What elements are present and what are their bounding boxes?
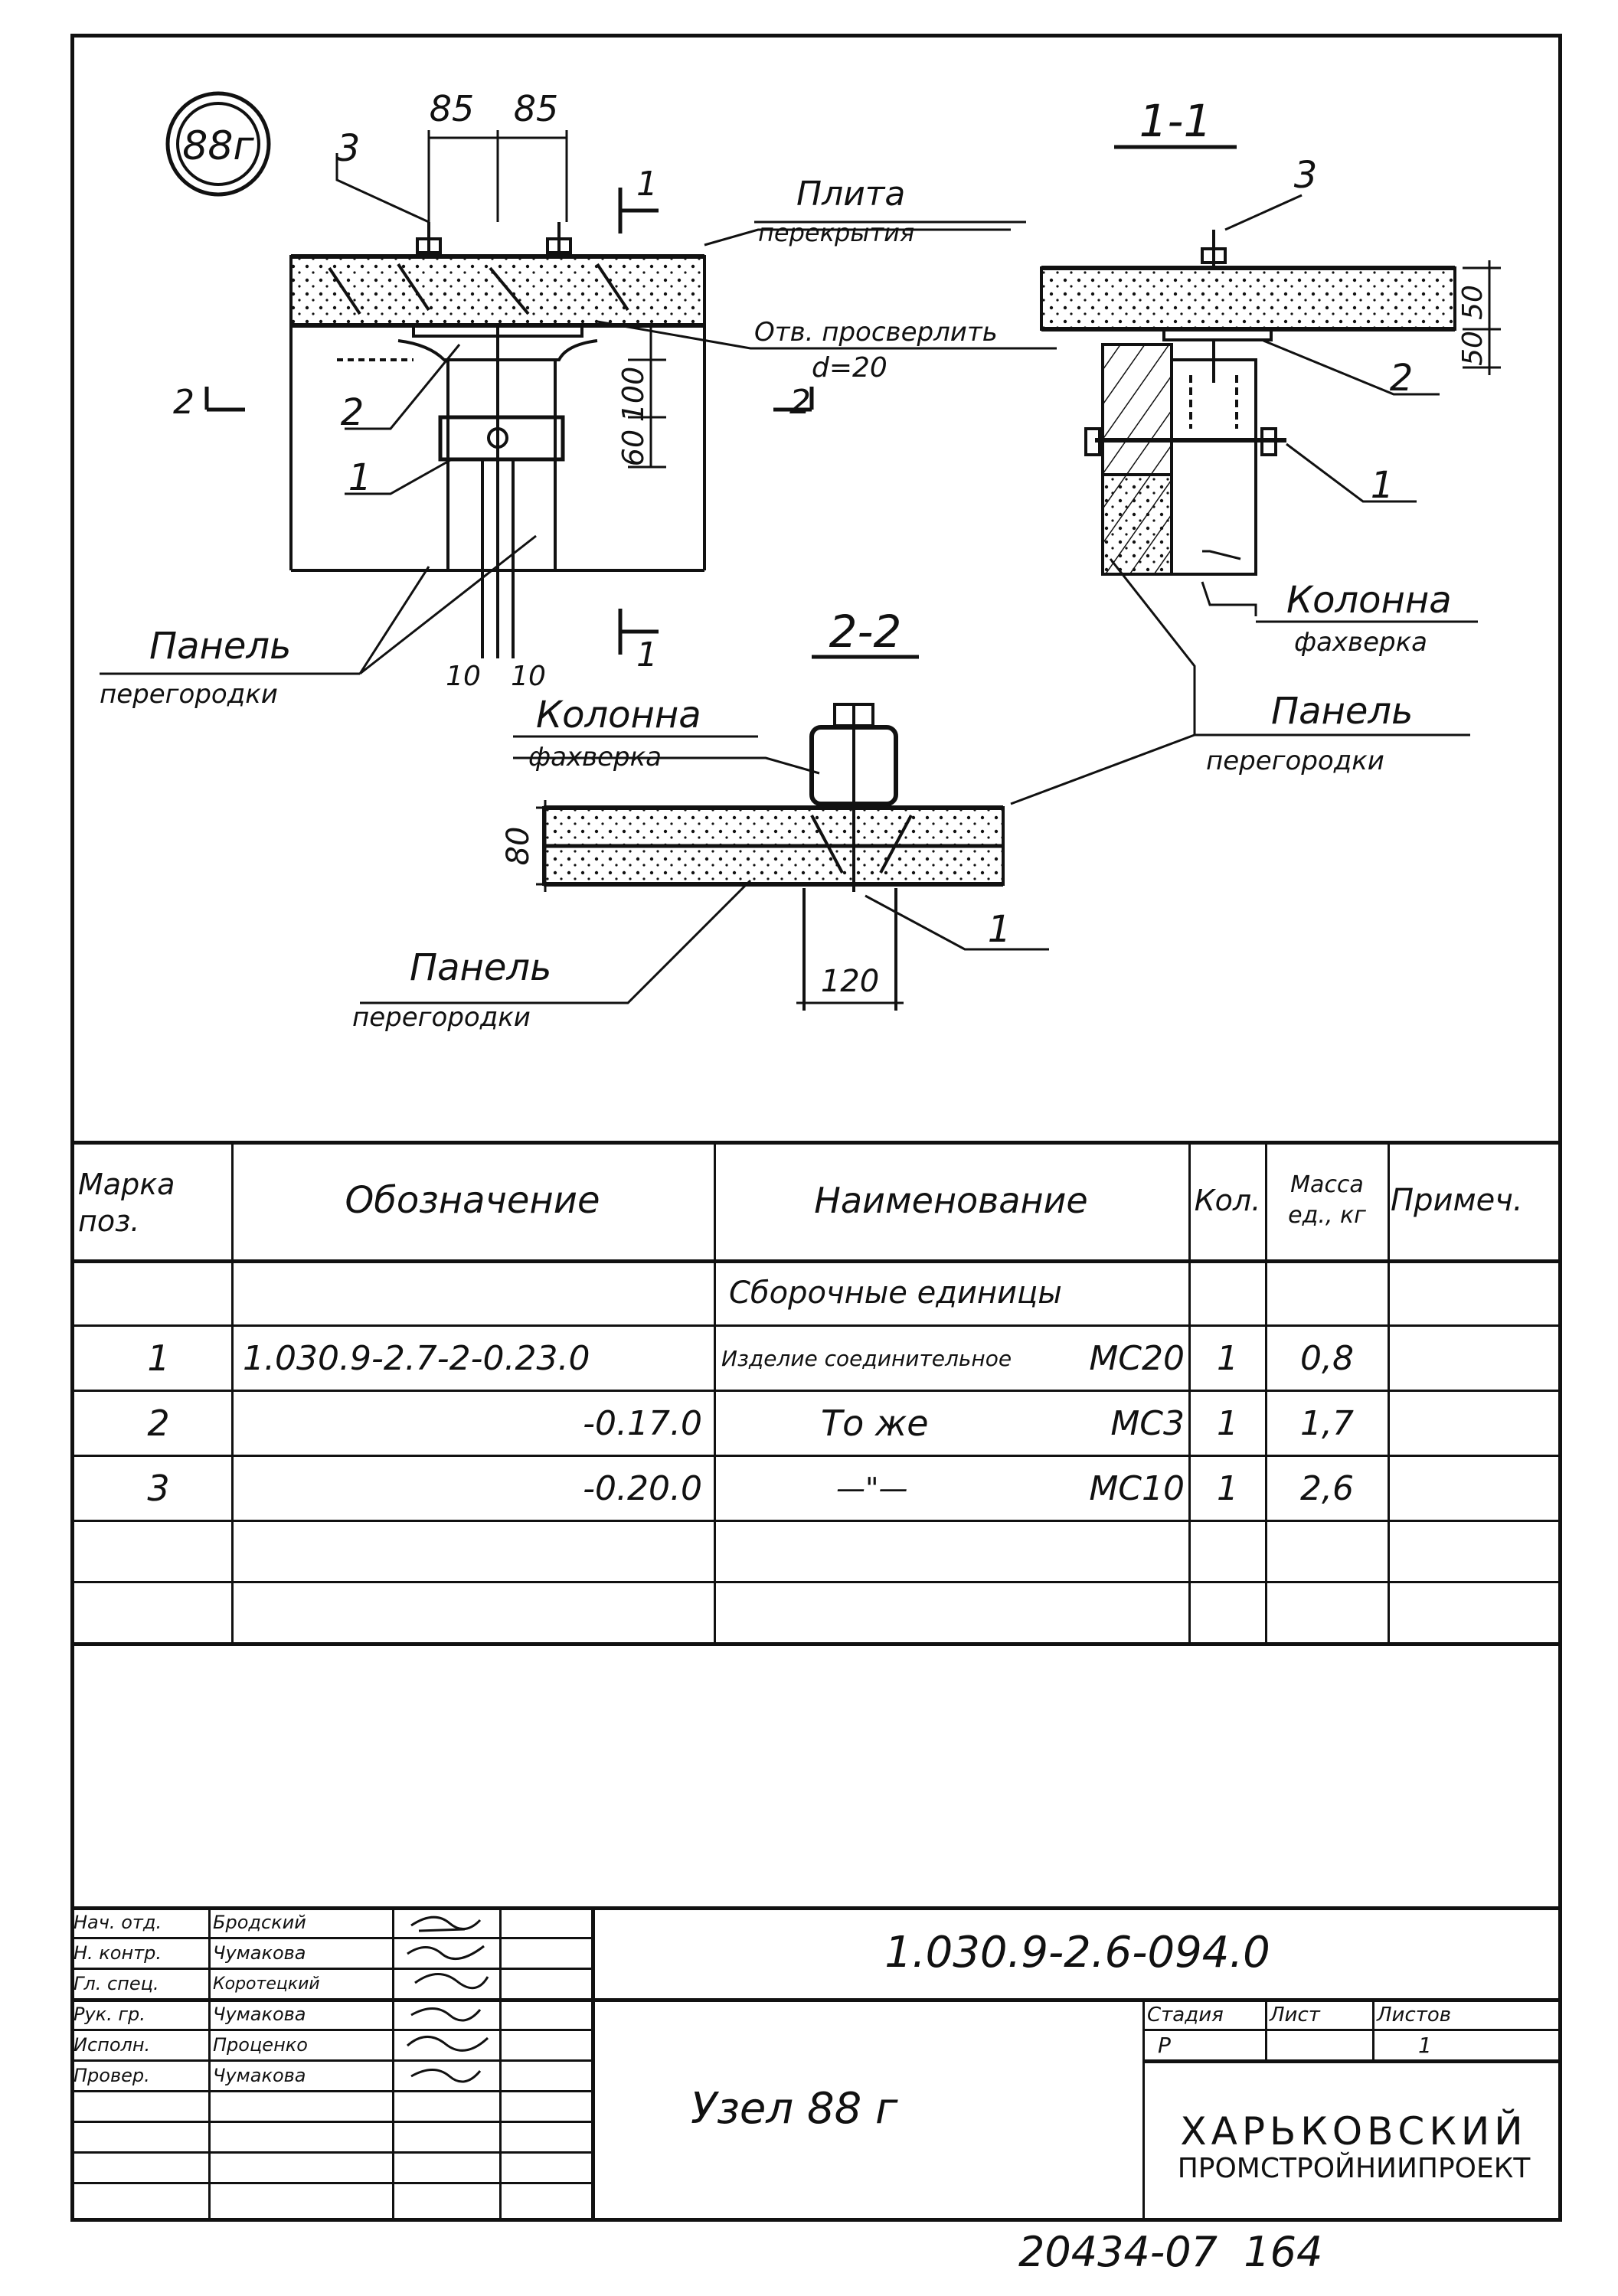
label-panel-bottom-2: перегородки (352, 1002, 531, 1033)
pos-3-left: 3 (337, 127, 361, 170)
label-slab-1: Плита (796, 175, 905, 214)
section-2-2-leaders (360, 558, 1196, 1004)
node-badge: 88г (165, 91, 271, 197)
label-column-right-2: фахверка (1294, 627, 1427, 658)
header-qty: Кол. (1194, 1183, 1261, 1217)
row3-name: —"— (836, 1471, 908, 1505)
pos-3-right: 3 (1294, 154, 1318, 197)
signatures (407, 1916, 489, 2083)
section-2-2-title: 2-2 (829, 606, 902, 658)
label-panel-bottom-1: Панель (410, 946, 551, 989)
pos-2-left: 2 (341, 391, 364, 434)
role-1-name: Чумакова (213, 1942, 306, 1964)
dim-10-left: 10 (446, 661, 481, 692)
role-5-name: Чумакова (213, 2065, 306, 2086)
org-name-line2: ПРОМСТРОЙНИИПРОЕКТ (1177, 2153, 1531, 2184)
section-1-1-title: 1-1 (1139, 95, 1212, 147)
dim-100: 100 (616, 367, 650, 423)
label-column-mid-2: фахверка (528, 742, 662, 772)
row3-code: МС10 (1089, 1468, 1185, 1508)
label-panel-right-1: Панель (1271, 690, 1413, 733)
dim-50-bottom: 50 (1457, 331, 1489, 366)
row2-qty: 1 (1217, 1403, 1238, 1443)
role-4: Исполн. (74, 2034, 151, 2056)
row1-name: Изделие соединительное (721, 1345, 1012, 1371)
label-column-right-1: Колонна (1286, 579, 1452, 622)
header-mark: Марка поз. (78, 1167, 175, 1238)
title-block: Нач. отд. Бродский Н. контр. Чумакова Гл… (70, 1906, 1562, 2222)
label-drill-1: Отв. просверлить (754, 317, 998, 348)
left-elevation (289, 222, 706, 658)
pos-1-right: 1 (1371, 464, 1394, 507)
node-badge-text: 88г (182, 123, 254, 169)
dim-120: 120 (821, 964, 879, 999)
role-3: Рук. гр. (74, 2004, 145, 2025)
section-1-1 (1040, 230, 1501, 576)
archive-number: 20434-07 164 (1018, 2228, 1323, 2276)
label-drill-2: d=20 (812, 352, 887, 384)
cut-2-right: 2 (789, 383, 811, 422)
pos-1-bottom: 1 (988, 908, 1012, 951)
document-code: 1.030.9-2.6-094.0 (884, 1927, 1270, 1978)
label-column-mid-1: Колонна (536, 694, 701, 736)
row1-designation: 1.030.9-2.7-2-0.23.0 (243, 1338, 590, 1378)
label-panel-right-2: перегородки (1206, 746, 1384, 776)
role-0-name: Бродский (213, 1912, 306, 1933)
pos-1-left: 1 (348, 456, 372, 499)
role-2: Гл. спец. (74, 1973, 159, 1994)
row3-designation: -0.20.0 (583, 1468, 702, 1508)
label-panel-left-1: Панель (149, 625, 291, 668)
pos-2-right: 2 (1390, 357, 1414, 400)
dim-50-top: 50 (1457, 285, 1489, 320)
header-designation: Обозначение (345, 1178, 600, 1222)
dim-85-right: 85 (514, 88, 559, 129)
row3-qty: 1 (1217, 1468, 1238, 1508)
technical-drawing: 88г 85 85 100 (100, 88, 1501, 1033)
cut-1-top: 1 (636, 165, 658, 204)
drawing-frame (70, 34, 1562, 2222)
role-4-name: Проценко (213, 2034, 308, 2056)
row2-mass: 1,7 (1300, 1403, 1354, 1443)
cut-2-left: 2 (173, 383, 194, 422)
cut-1-bottom: 1 (636, 635, 658, 674)
row1-qty: 1 (1217, 1338, 1238, 1378)
row3-mark: 3 (147, 1468, 170, 1509)
row1-mass: 0,8 (1300, 1338, 1354, 1378)
role-1: Н. контр. (74, 1942, 162, 1964)
section-title-assembly-units: Сборочные единицы (729, 1275, 1062, 1311)
sheets-value: 1 (1418, 2032, 1432, 2058)
row1-mark: 1 (147, 1337, 170, 1379)
stage-value: Р (1158, 2032, 1171, 2058)
row2-name: То же (821, 1403, 929, 1444)
row3-mass: 2,6 (1300, 1468, 1354, 1508)
header-name: Наименование (814, 1179, 1088, 1221)
drawing-title: Узел 88 г (691, 2083, 898, 2134)
role-5: Провер. (74, 2065, 150, 2086)
section-1-1-leaders (1201, 194, 1440, 616)
role-2-name: Коротецкий (213, 1974, 320, 1994)
row1-code: МС20 (1089, 1338, 1185, 1378)
header-note: Примеч. (1391, 1182, 1523, 1218)
spec-table: Марка поз. Обозначение Наименование Кол.… (70, 1141, 1562, 1646)
section-2-2 (536, 703, 1005, 1011)
role-3-name: Чумакова (213, 2004, 306, 2025)
sheets-label: Листов (1377, 2004, 1452, 2027)
dim-10-right: 10 (511, 661, 546, 692)
dim-80: 80 (501, 827, 536, 866)
left-leaders (335, 153, 1057, 675)
header-mass: Масса ед., кг (1288, 1171, 1366, 1229)
label-panel-left-2: перегородки (100, 679, 278, 710)
row2-code: МС3 (1110, 1403, 1185, 1443)
dim-60: 60 (616, 429, 650, 466)
org-name-line1: ХАРЬКОВСКИЙ (1180, 2109, 1528, 2154)
sheet-label: Лист (1270, 2004, 1320, 2027)
role-0: Нач. отд. (74, 1912, 162, 1933)
cut-markers (204, 188, 814, 655)
row2-mark: 2 (147, 1403, 170, 1444)
row2-designation: -0.17.0 (583, 1403, 702, 1443)
dim-85-left: 85 (430, 88, 475, 129)
stage-label: Стадия (1147, 2004, 1224, 2027)
left-dimensions (427, 130, 666, 469)
